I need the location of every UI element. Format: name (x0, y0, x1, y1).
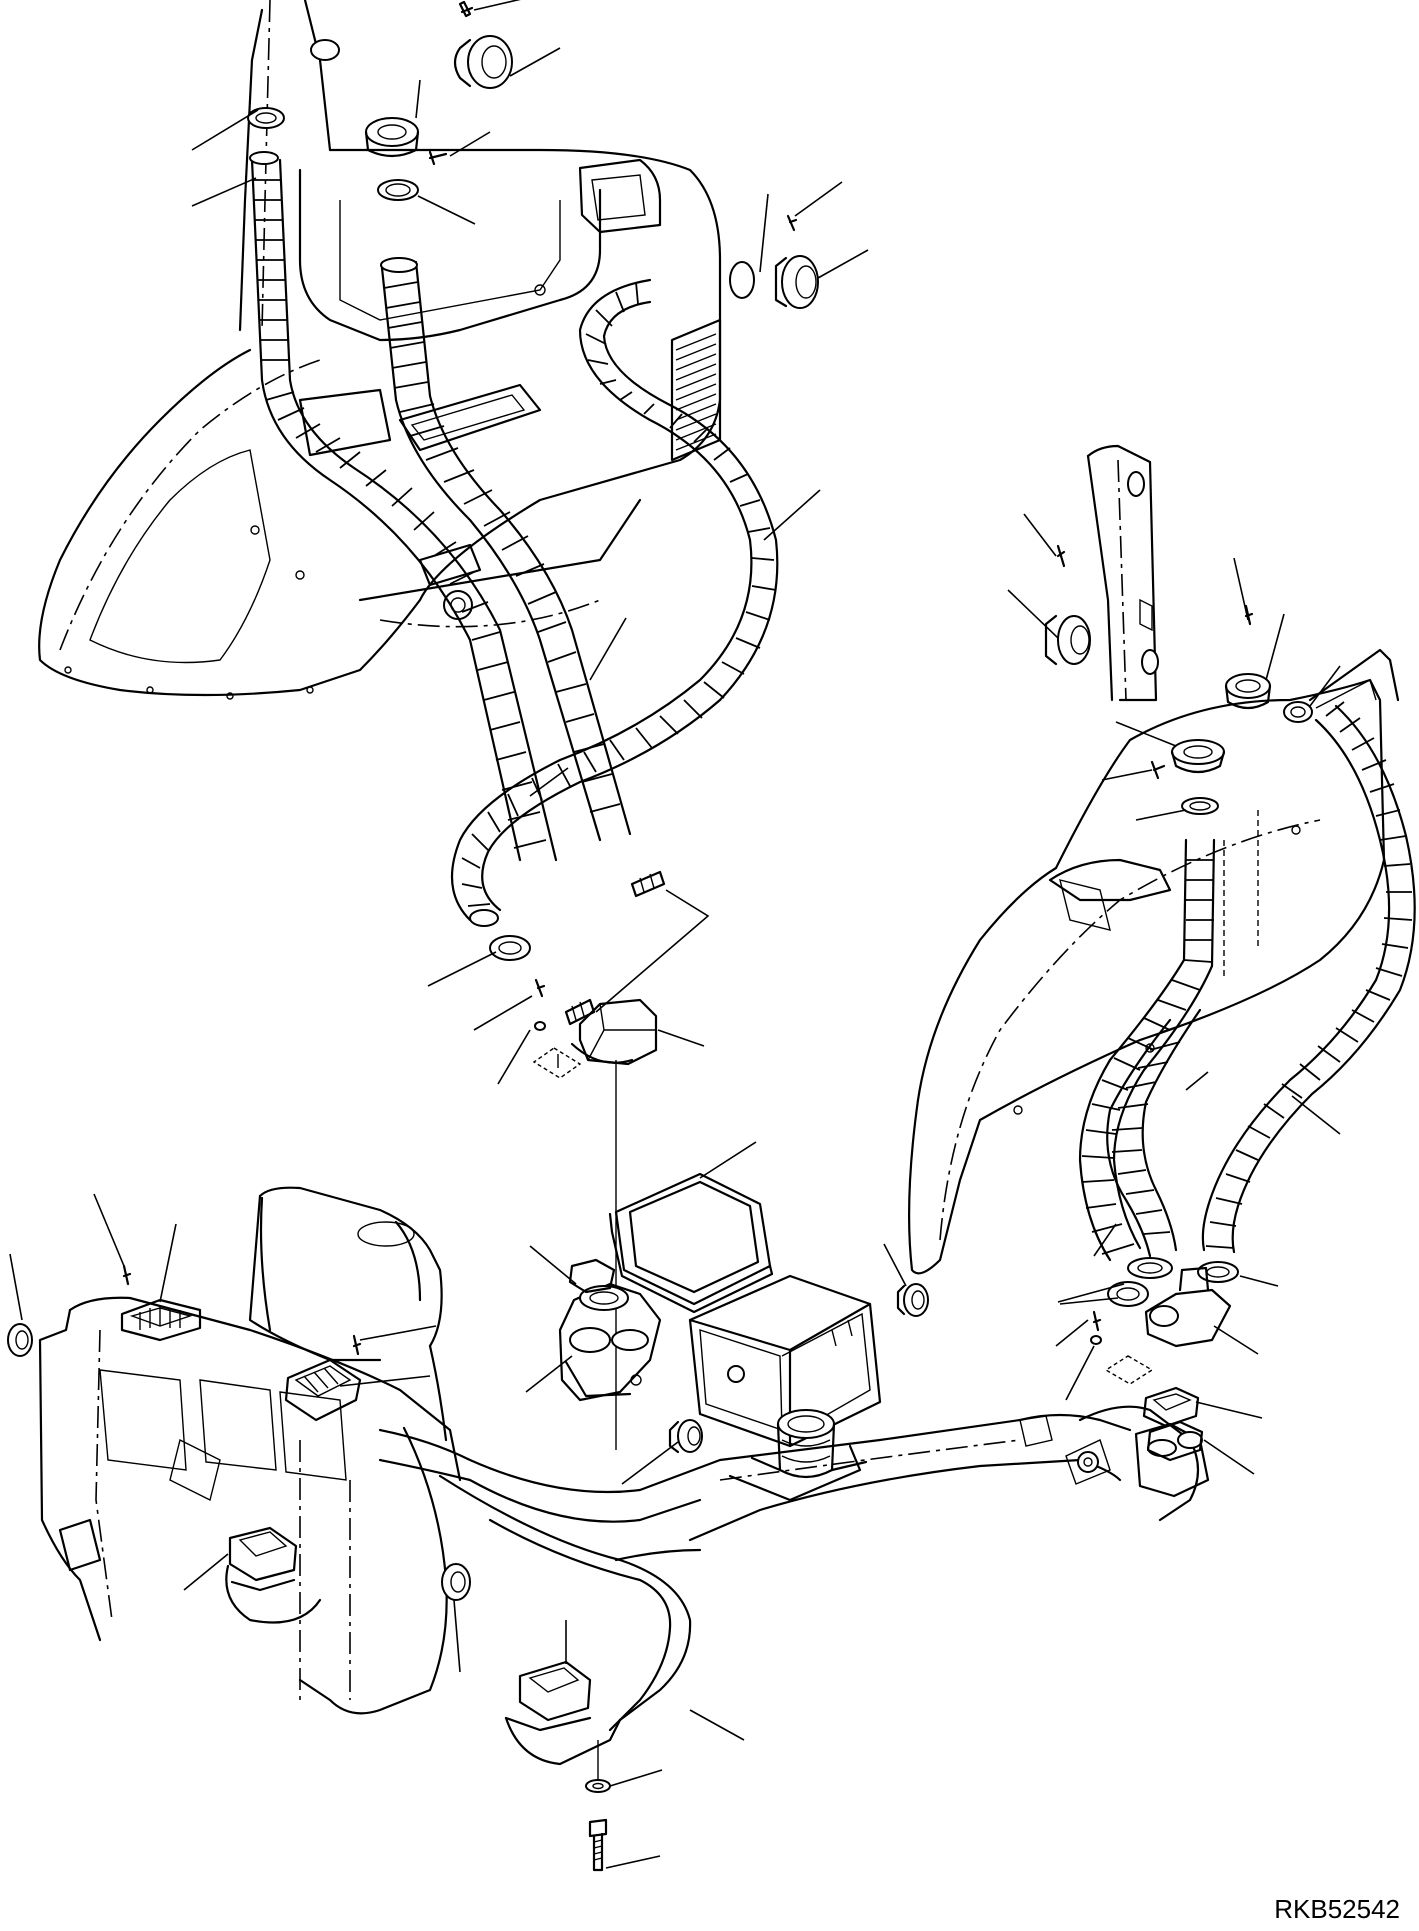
right-pillar-and-side-duct (907, 444, 1400, 1275)
cab-rear-panel-assembly (38, 0, 722, 700)
central-air-box (525, 1141, 1263, 1502)
corrugated-air-hoses-top (249, 151, 821, 927)
corrugated-air-hoses-right (1055, 701, 1416, 1401)
hose-joints-and-adapter (427, 870, 710, 1450)
drawing-code: RKB52542 (1274, 1894, 1400, 1924)
floor-duct-assembly (7, 1186, 1210, 1872)
top-left-fasteners (191, 0, 869, 309)
